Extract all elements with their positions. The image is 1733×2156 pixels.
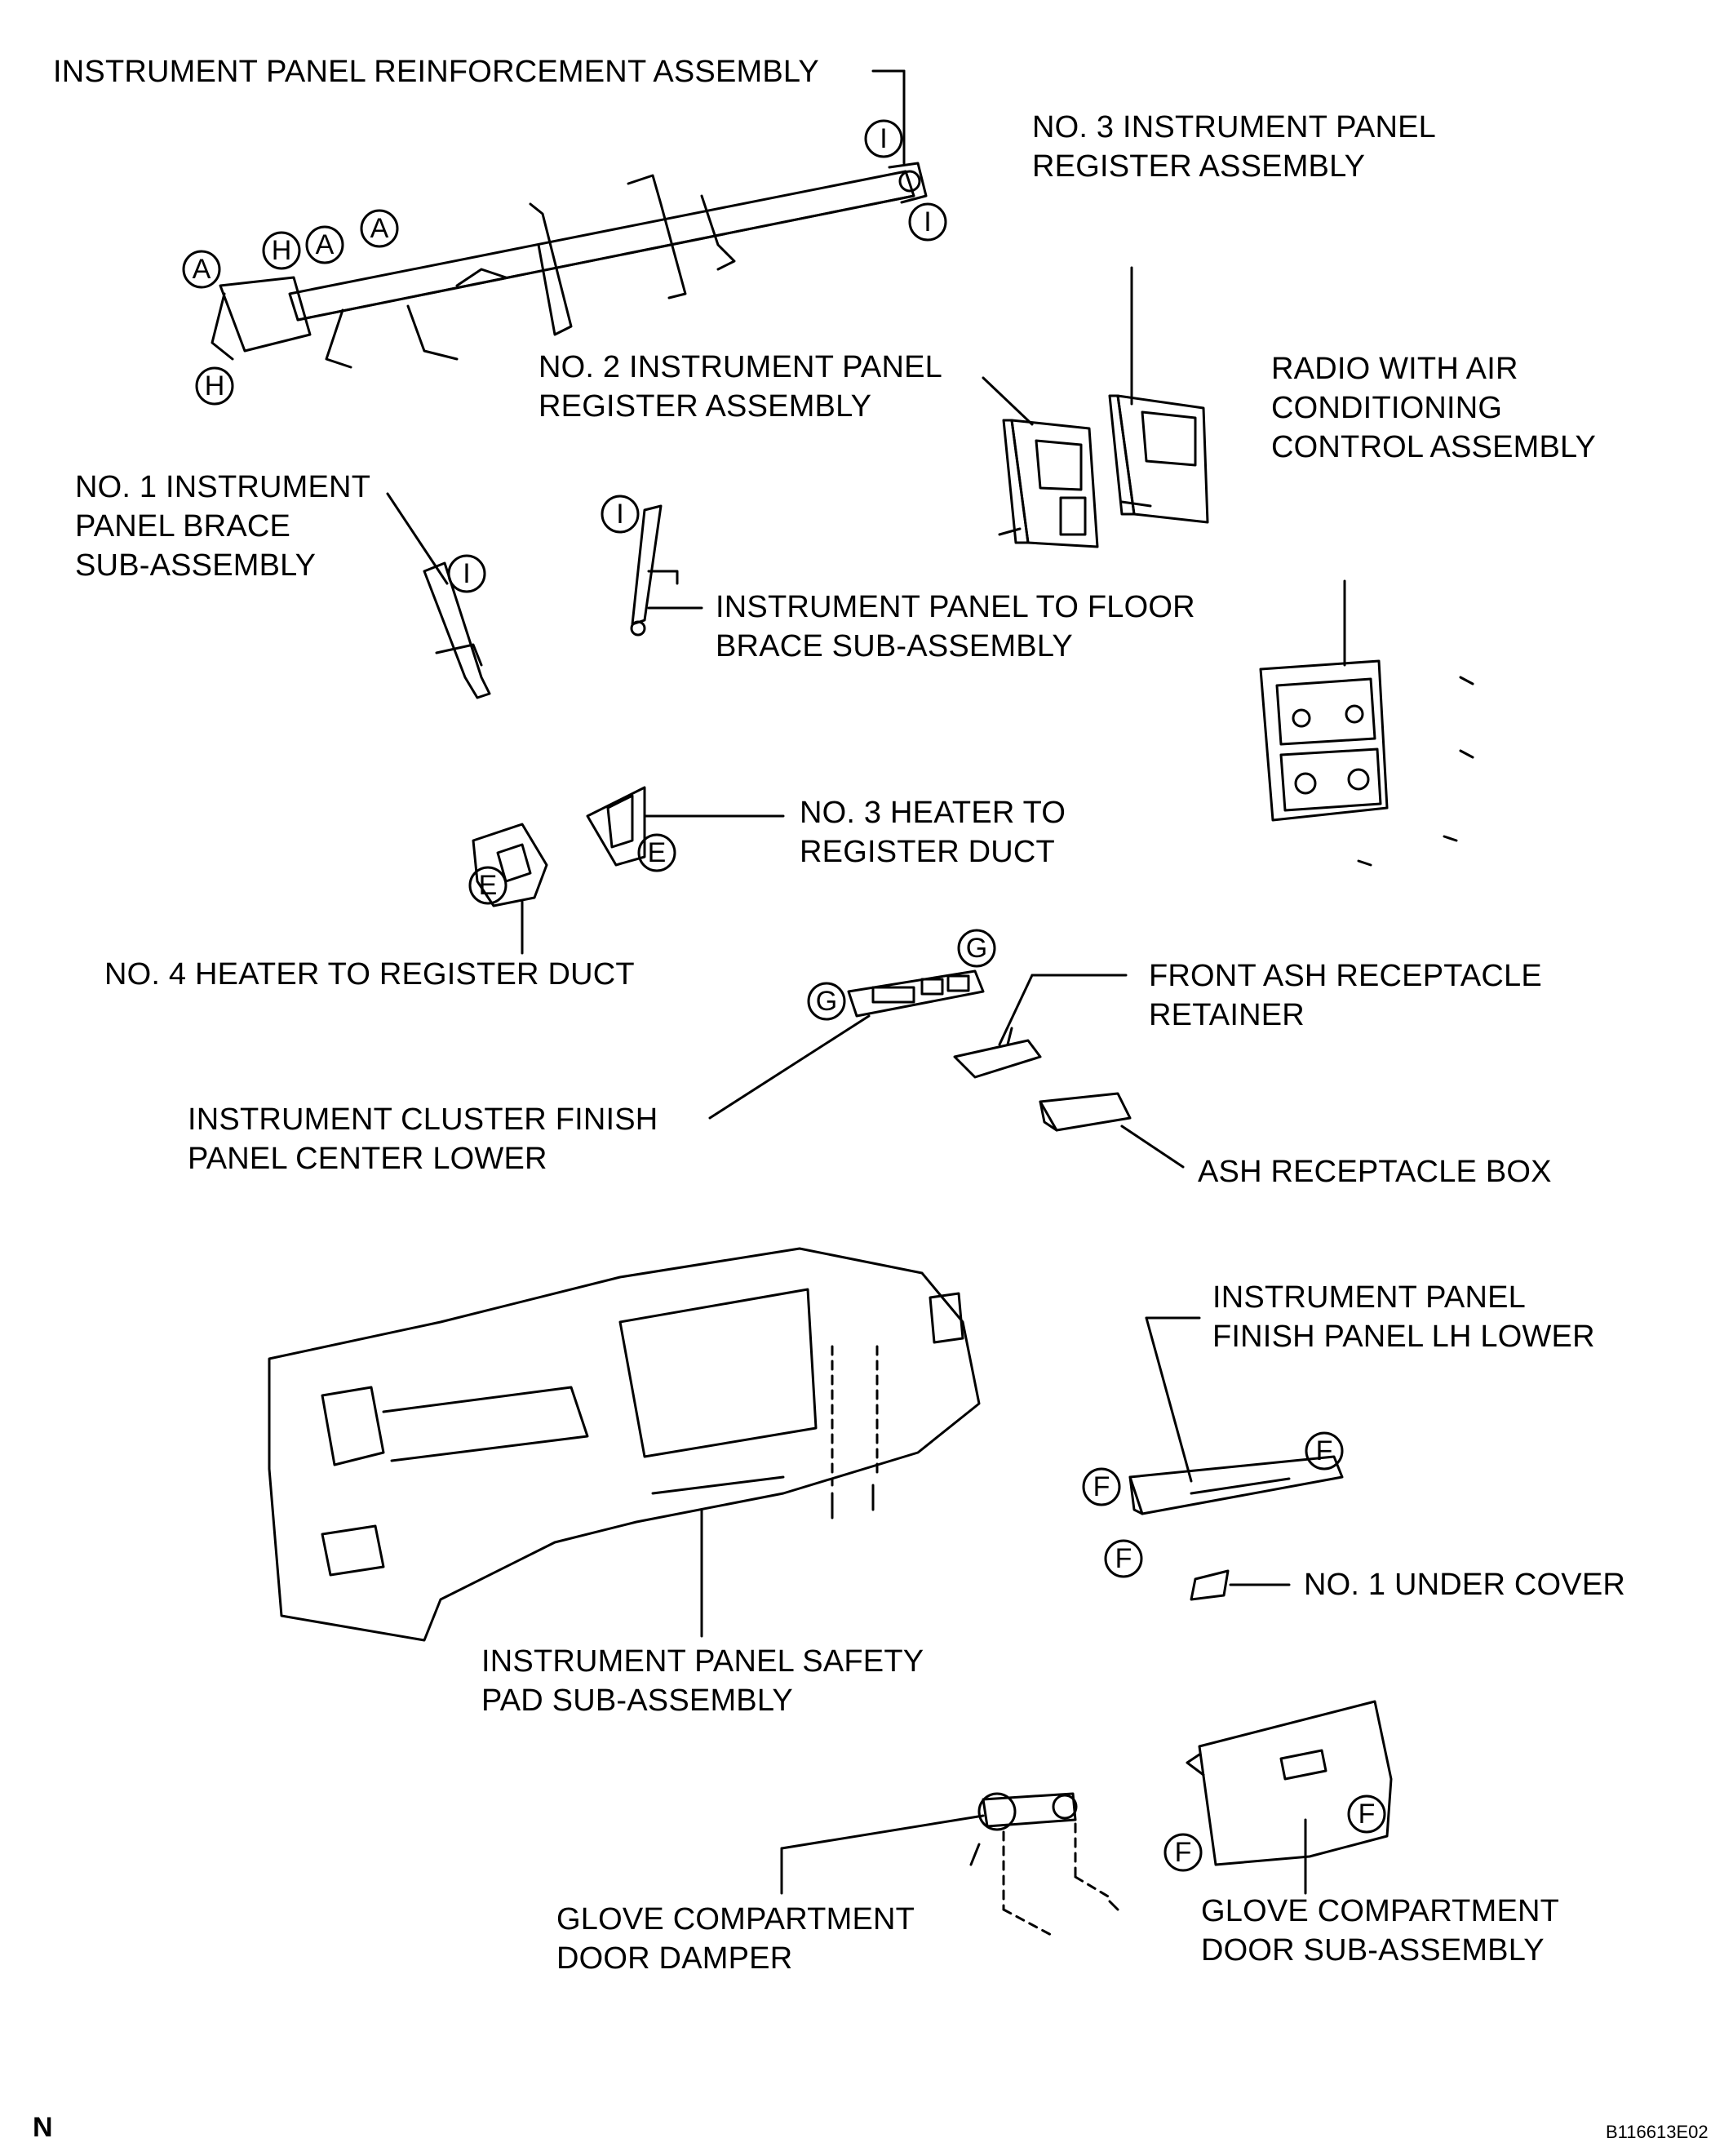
label-radio: RADIO WITH AIR CONDITIONING CONTROL ASSE… bbox=[1271, 352, 1597, 464]
callout-g: G bbox=[816, 986, 837, 1017]
callout-circle bbox=[182, 250, 221, 289]
callout-i: I bbox=[616, 499, 623, 530]
figure-id: B116613E02 bbox=[1606, 2122, 1709, 2142]
damper-screw-guide-2 bbox=[1002, 1908, 1054, 1937]
callout-circle bbox=[807, 982, 846, 1021]
reinforcement-assembly-drawing bbox=[211, 162, 928, 369]
callout-circle bbox=[1305, 1431, 1344, 1471]
callout-circle bbox=[468, 866, 507, 905]
label-under-cover: NO. 1 UNDER COVER bbox=[1304, 1568, 1626, 1602]
label-safety-pad: INSTRUMENT PANEL SAFETY PAD SUB-ASSEMBLY bbox=[481, 1644, 924, 1718]
callout-i: I bbox=[463, 558, 470, 589]
callout-circle bbox=[1347, 1794, 1386, 1834]
finish-lh-drawing bbox=[1128, 1455, 1344, 1515]
callout-f: F bbox=[1115, 1543, 1132, 1574]
callout-circle bbox=[305, 225, 344, 264]
callout-f: F bbox=[1358, 1799, 1376, 1830]
callout-circle bbox=[360, 209, 399, 248]
label-finish-lh: INSTRUMENT PANEL FINISH PANEL LH LOWER bbox=[1212, 1280, 1595, 1354]
label-ash-retainer: FRONT ASH RECEPTACLE RETAINER bbox=[1149, 959, 1542, 1032]
callout-circle bbox=[601, 495, 640, 534]
callout-circle bbox=[864, 119, 903, 158]
callout-circle bbox=[908, 202, 947, 242]
callout-i: I bbox=[880, 123, 887, 154]
label-reinforcement: INSTRUMENT PANEL REINFORCEMENT ASSEMBLY bbox=[53, 55, 819, 89]
no3-register-drawing bbox=[1108, 394, 1209, 524]
callouts bbox=[182, 119, 1386, 1872]
leader-no2-register bbox=[982, 376, 1034, 426]
callout-a: A bbox=[316, 229, 335, 260]
callout-circle bbox=[195, 366, 234, 406]
callout-f: F bbox=[1316, 1435, 1333, 1466]
label-no3-register: NO. 3 INSTRUMENT PANEL REGISTER ASSEMBLY bbox=[1032, 110, 1436, 184]
under-cover-drawing bbox=[1190, 1569, 1230, 1601]
ash-retainer-drawing bbox=[953, 1027, 1042, 1079]
cluster-finish-drawing bbox=[847, 969, 985, 1018]
no1-brace-drawing bbox=[423, 561, 491, 699]
leader-damper bbox=[780, 1814, 985, 1850]
view-marker: N bbox=[33, 2112, 53, 2143]
callout-i: I bbox=[924, 206, 931, 237]
leader-ash-box bbox=[1120, 1125, 1185, 1169]
leader-finish-lh bbox=[1145, 1316, 1193, 1483]
label-damper: GLOVE COMPARTMENT DOOR DAMPER bbox=[556, 1902, 915, 1976]
label-no1-brace: NO. 1 INSTRUMENT PANEL BRACE SUB-ASSEMBL… bbox=[75, 470, 371, 583]
label-glove-door: GLOVE COMPARTMENT DOOR SUB-ASSEMBLY bbox=[1201, 1894, 1560, 1967]
callout-circle bbox=[1082, 1467, 1121, 1506]
callout-f: F bbox=[1175, 1837, 1192, 1868]
leader-cluster-finish bbox=[708, 1014, 871, 1120]
callout-e: E bbox=[479, 870, 498, 901]
no3-duct-drawing bbox=[586, 786, 646, 867]
label-ash-box: ASH RECEPTACLE BOX bbox=[1198, 1155, 1552, 1189]
callout-f: F bbox=[1093, 1471, 1110, 1502]
label-floor-brace: INSTRUMENT PANEL TO FLOOR BRACE SUB-ASSE… bbox=[716, 590, 1195, 663]
callout-circle bbox=[1104, 1539, 1143, 1578]
leader-no1-brace bbox=[386, 492, 449, 585]
label-cluster-finish: INSTRUMENT CLUSTER FINISH PANEL CENTER L… bbox=[188, 1102, 658, 1176]
label-no4-duct: NO. 4 HEATER TO REGISTER DUCT bbox=[104, 957, 635, 991]
callout-letters: I I A H A A H I I E E G G F F F F F bbox=[193, 123, 1376, 1868]
glove-door-drawing bbox=[1186, 1700, 1393, 1866]
callout-circle bbox=[1163, 1833, 1203, 1872]
callout-circle bbox=[637, 833, 676, 872]
callout-h: H bbox=[205, 370, 225, 401]
damper-screw-guide-4 bbox=[1074, 1875, 1111, 1899]
label-no2-register: NO. 2 INSTRUMENT PANEL REGISTER ASSEMBLY bbox=[539, 350, 942, 424]
callout-h: H bbox=[272, 235, 292, 266]
no2-register-drawing bbox=[998, 419, 1099, 548]
label-no3-duct: NO. 3 HEATER TO REGISTER DUCT bbox=[800, 796, 1066, 869]
callout-circle bbox=[447, 554, 486, 593]
no4-duct-drawing bbox=[472, 823, 548, 907]
callout-a: A bbox=[193, 254, 211, 285]
callout-e: E bbox=[648, 837, 667, 868]
callout-a: A bbox=[370, 213, 389, 244]
radio-drawing bbox=[1259, 659, 1474, 867]
damper-drawing bbox=[969, 1792, 1119, 1911]
callout-circle bbox=[957, 929, 996, 968]
leader-ash-retainer bbox=[998, 974, 1034, 1046]
floor-brace-drawing bbox=[630, 504, 679, 637]
safety-pad-drawing bbox=[268, 1247, 981, 1642]
ash-box-drawing bbox=[1039, 1092, 1132, 1132]
callout-g: G bbox=[966, 933, 987, 964]
callout-circle bbox=[262, 231, 301, 270]
